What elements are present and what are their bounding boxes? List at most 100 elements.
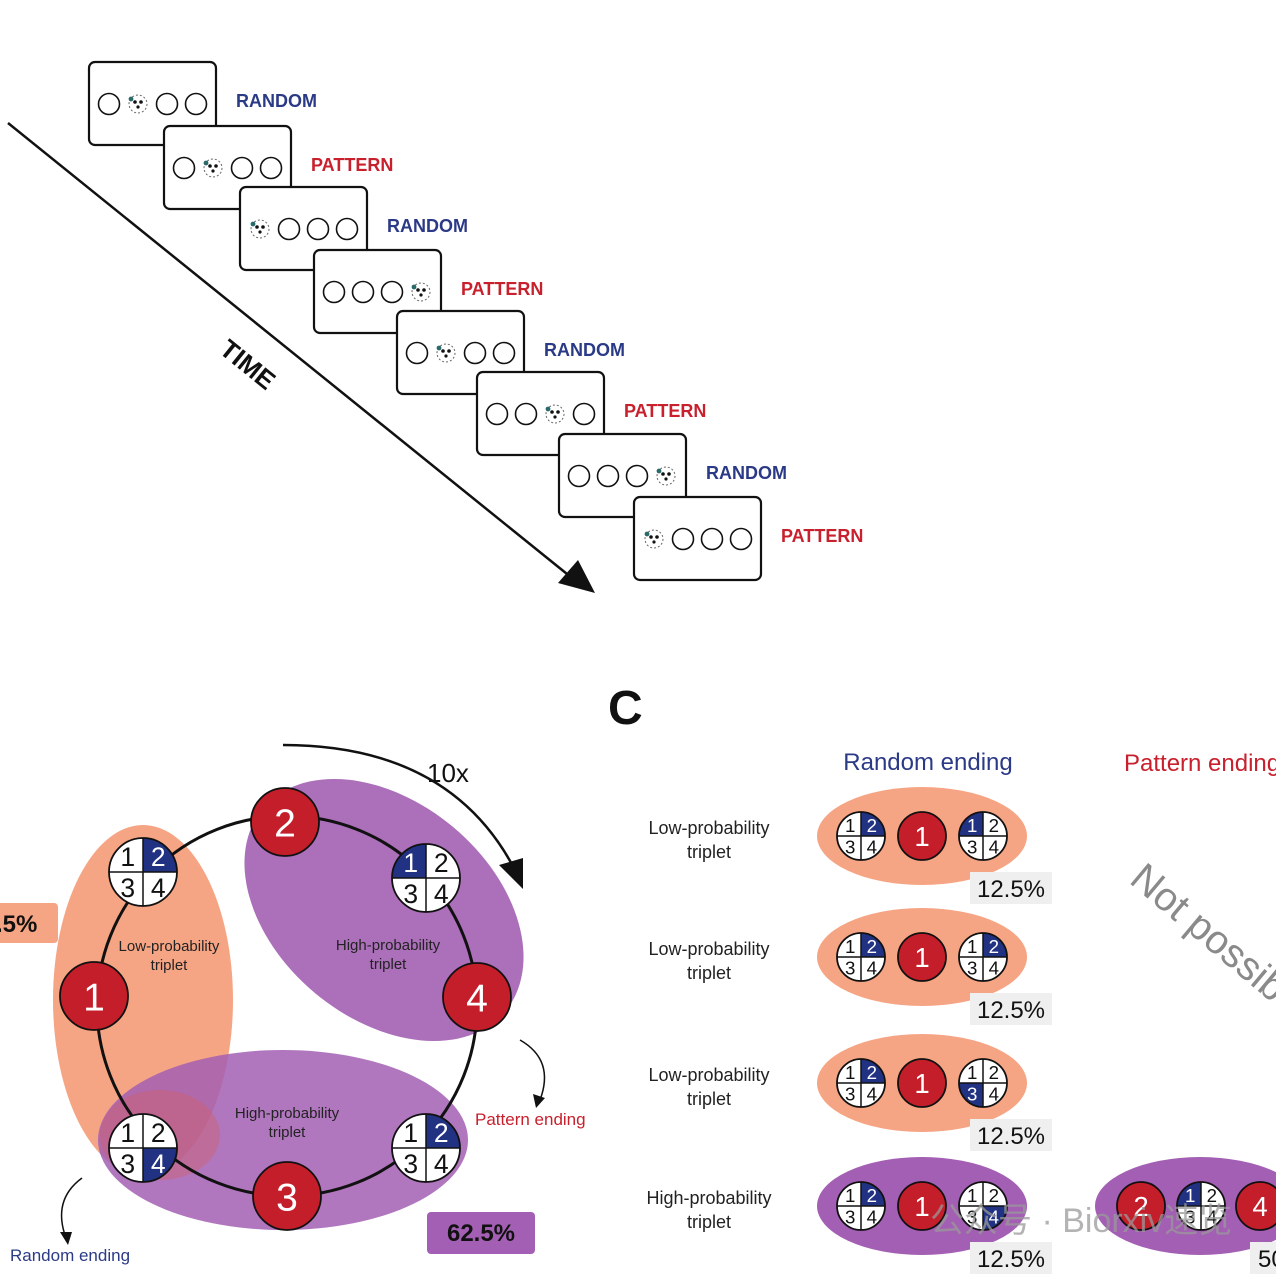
quadrant-digit: 2 — [434, 1118, 449, 1148]
quadrant-highlight — [1177, 1182, 1201, 1206]
panel-b: 10x Low-probability triplet High-probabi… — [0, 743, 586, 1265]
empty-position — [514, 402, 538, 426]
row-label-line2: triplet — [687, 1212, 731, 1232]
quadrant-digit: 2 — [989, 1185, 999, 1206]
stimulus-spot — [139, 100, 143, 104]
stimulus-nose — [652, 540, 656, 544]
quadrant-ring — [836, 932, 886, 982]
trial-8: PATTERN — [632, 495, 863, 582]
quadrant-digit: 4 — [434, 879, 449, 909]
quadrant-digit: 2 — [867, 936, 877, 957]
panel-letter-c: C — [608, 682, 643, 735]
triplet-percent: 12.5% — [977, 1246, 1045, 1273]
stimulus-ear — [203, 160, 209, 166]
empty-position — [567, 464, 591, 488]
stimulus-spot — [556, 410, 560, 414]
quadrant-digit: 2 — [989, 936, 999, 957]
percent-box — [1250, 1242, 1276, 1274]
pattern-node-circle — [250, 787, 320, 857]
quadrant-highlight — [861, 812, 885, 836]
high-probability-region-bottom — [98, 1050, 468, 1230]
empty-position — [230, 156, 254, 180]
high-percent-box — [427, 1212, 535, 1254]
quadrant-digit: 1 — [845, 936, 855, 957]
stimulus-nose — [258, 230, 262, 234]
quadrant-digit: 4 — [434, 1149, 449, 1179]
cycle-node-1: 1 — [59, 961, 129, 1031]
repeat-arrow-head — [499, 858, 523, 889]
pattern-node-circle — [442, 962, 512, 1032]
empty-position — [97, 92, 121, 116]
stimulus-head — [411, 282, 431, 302]
stimulus-spot — [550, 410, 554, 414]
empty-position — [172, 156, 196, 180]
quadrant-digit: 3 — [845, 837, 855, 858]
empty-position — [485, 402, 509, 426]
quadrant-digit: 3 — [403, 879, 418, 909]
quadrant-ring — [836, 1058, 886, 1108]
time-arrow-line — [7, 122, 573, 579]
stimulus-ear — [545, 406, 551, 412]
quadrant-ring — [958, 1181, 1008, 1231]
quadrant-digit: 4 — [1207, 1207, 1217, 1228]
panel-c: C Random ending Pattern ending Not possi… — [608, 682, 1276, 1274]
quadrant-highlight — [959, 1083, 983, 1107]
random-ending-arrowhead — [60, 1232, 72, 1245]
trial-label: PATTERN — [311, 155, 393, 175]
pattern-node-circle — [897, 811, 947, 861]
triplet-percent: 12.5% — [977, 1123, 1045, 1150]
low-percent-box — [0, 903, 58, 943]
pattern-ending-row: 21234450 — [1095, 1157, 1276, 1274]
pattern-node-circle — [59, 961, 129, 1031]
quadrant-digit: 1 — [403, 848, 418, 878]
triplet-last: 4 — [1235, 1181, 1276, 1231]
stimulus-nose — [136, 105, 140, 109]
pattern-ending-arrowhead — [533, 1094, 545, 1108]
cycle-node-3: 3 — [252, 1161, 322, 1231]
stimulus-head — [128, 94, 148, 114]
stimulus-spot — [416, 288, 420, 292]
quadrant-digit: 3 — [120, 1149, 135, 1179]
quadrant-highlight — [392, 844, 426, 878]
trial-label: RANDOM — [236, 91, 317, 111]
dalmatian-stimulus-icon — [411, 282, 431, 302]
empty-position — [155, 92, 179, 116]
quadrant-highlight — [861, 1059, 885, 1083]
pattern-node-circle — [1235, 1181, 1276, 1231]
stimulus-ear — [436, 345, 442, 351]
stimulus-spot — [133, 100, 137, 104]
quadrant-highlight — [983, 1206, 1007, 1230]
empty-position — [572, 402, 596, 426]
row-label-line1: Low-probability — [648, 1065, 769, 1085]
stimulus-spot — [441, 349, 445, 353]
pattern-node-circle — [1116, 1181, 1166, 1231]
trial-label: RANDOM — [387, 216, 468, 236]
triplet-middle: 1 — [897, 811, 947, 861]
empty-position — [322, 280, 346, 304]
quadrant-digit: 2 — [434, 848, 449, 878]
stimulus-nose — [553, 415, 557, 419]
trial-1: RANDOM — [87, 60, 317, 147]
stimulus-ear — [656, 468, 662, 474]
stimulus-spot — [261, 225, 265, 229]
quadrant-highlight — [959, 812, 983, 836]
quadrant-digit: 2 — [867, 815, 877, 836]
triplet-percent: 12.5% — [977, 876, 1045, 903]
time-arrow-head — [558, 560, 595, 593]
pattern-node-label: 1 — [83, 976, 105, 1019]
cycle-node-4: 4 — [442, 962, 512, 1032]
empty-position — [671, 527, 695, 551]
quadrant-highlight — [861, 1182, 885, 1206]
quadrant-digit: 3 — [967, 958, 977, 979]
high-bottom-label-1: High-probability — [235, 1105, 340, 1122]
quadrant-highlight — [861, 933, 885, 957]
quadrant-ring — [836, 811, 886, 861]
stimulus-spot — [255, 225, 259, 229]
random-ending-label: Random ending — [10, 1246, 130, 1265]
quadrant-digit: 4 — [989, 958, 999, 979]
not-possible-label: Not possib — [1122, 855, 1276, 1010]
